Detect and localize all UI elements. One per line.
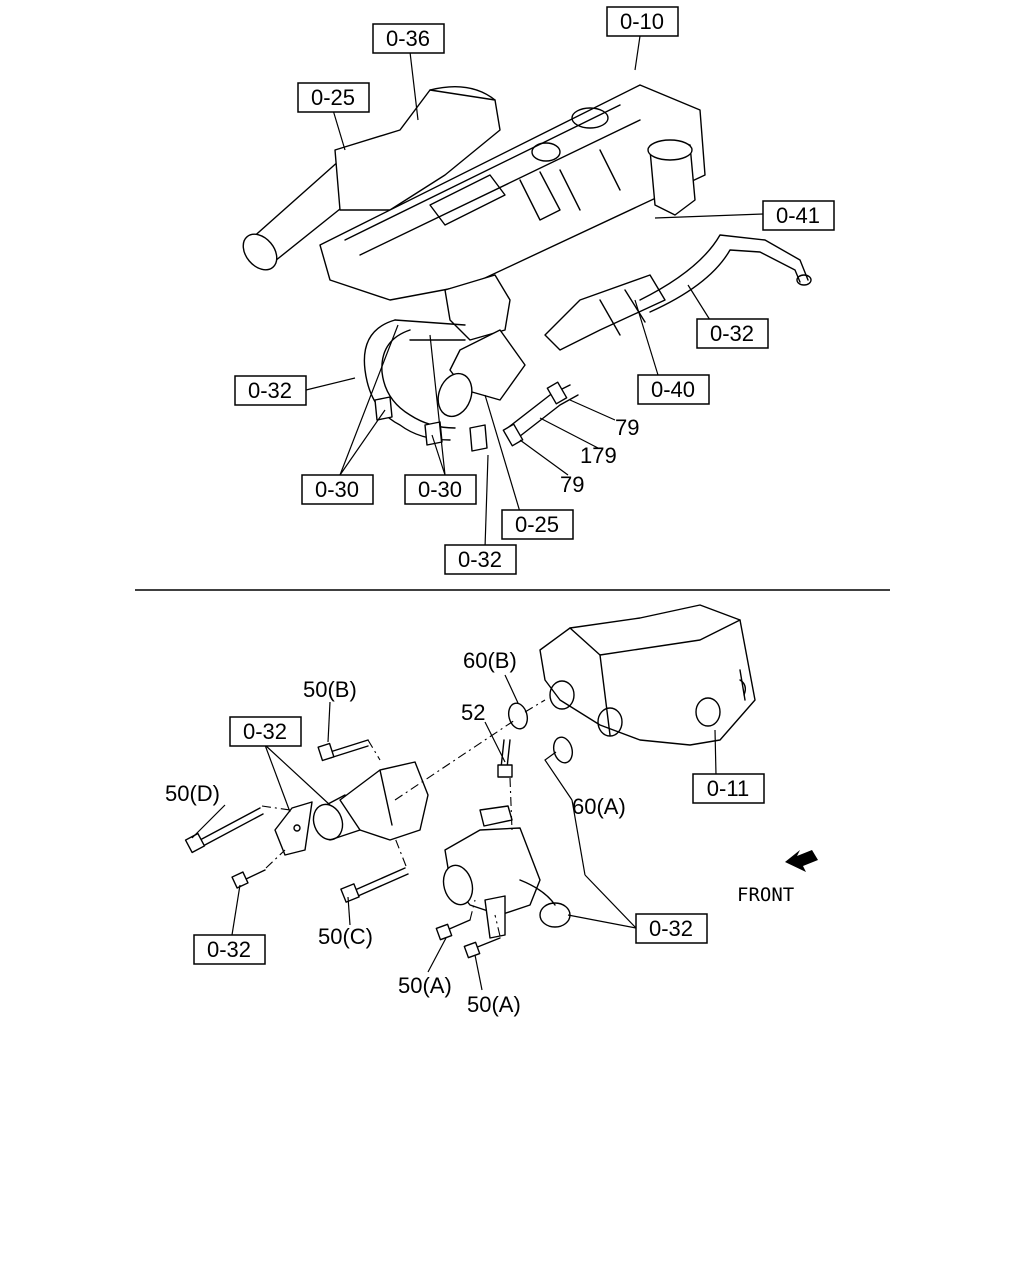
svg-text:0-32: 0-32 bbox=[710, 321, 754, 346]
part-label-50a-1: 50(A) bbox=[398, 973, 452, 998]
part-label-52: 52 bbox=[461, 700, 485, 725]
upper-leader-lines bbox=[305, 35, 765, 549]
front-arrow-icon bbox=[785, 850, 818, 872]
svg-text:0-25: 0-25 bbox=[311, 85, 355, 110]
callout-0-32-lower-bottom: 0-32 bbox=[193, 934, 266, 965]
part-label-50d: 50(D) bbox=[165, 781, 220, 806]
part-label-179: 179 bbox=[580, 443, 617, 468]
svg-text:0-32: 0-32 bbox=[458, 547, 502, 572]
part-label-50b: 50(B) bbox=[303, 677, 357, 702]
part-label-60a: 60(A) bbox=[572, 794, 626, 819]
callout-0-32-left: 0-32 bbox=[234, 375, 307, 406]
svg-text:0-10: 0-10 bbox=[620, 9, 664, 34]
o-ring-60a bbox=[552, 736, 574, 764]
callout-0-10: 0-10 bbox=[606, 6, 679, 37]
svg-text:0-32: 0-32 bbox=[243, 719, 287, 744]
callout-0-11: 0-11 bbox=[692, 773, 765, 804]
callout-0-32-lower-right: 0-32 bbox=[635, 913, 708, 944]
svg-text:0-32: 0-32 bbox=[248, 378, 292, 403]
callout-0-30-b: 0-30 bbox=[404, 474, 477, 505]
callout-0-36: 0-36 bbox=[372, 23, 445, 54]
svg-text:0-41: 0-41 bbox=[776, 203, 820, 228]
engine-assembly-drawing bbox=[242, 84, 812, 452]
part-label-50a-2: 50(A) bbox=[467, 992, 521, 1017]
callout-0-25-top: 0-25 bbox=[297, 82, 370, 113]
svg-text:0-11: 0-11 bbox=[707, 776, 749, 801]
callout-0-32-bottom: 0-32 bbox=[444, 544, 517, 575]
svg-text:0-36: 0-36 bbox=[386, 26, 430, 51]
svg-text:0-32: 0-32 bbox=[649, 916, 693, 941]
part-label-79-b: 79 bbox=[560, 472, 584, 497]
cylinder-head-drawing bbox=[539, 604, 756, 746]
part-label-50c: 50(C) bbox=[318, 924, 373, 949]
assembly-lines bbox=[261, 699, 546, 937]
callout-0-41: 0-41 bbox=[762, 200, 835, 231]
front-label: FRONT bbox=[737, 884, 794, 906]
svg-text:0-30: 0-30 bbox=[315, 477, 359, 502]
callout-0-30-a: 0-30 bbox=[301, 474, 374, 505]
svg-text:0-40: 0-40 bbox=[651, 377, 695, 402]
lower-leader-lines bbox=[191, 674, 717, 991]
thermostat-housing-left bbox=[274, 761, 429, 856]
thermostat-housing-right bbox=[442, 805, 571, 939]
part-label-79-a: 79 bbox=[615, 415, 639, 440]
part-label-60b: 60(B) bbox=[463, 648, 517, 673]
callout-0-40: 0-40 bbox=[637, 374, 710, 405]
callout-0-25-bottom: 0-25 bbox=[501, 509, 574, 540]
bolts bbox=[184, 739, 513, 959]
o-ring-60b bbox=[507, 702, 529, 730]
svg-text:0-25: 0-25 bbox=[515, 512, 559, 537]
callout-0-32-right: 0-32 bbox=[696, 318, 769, 349]
svg-text:0-32: 0-32 bbox=[207, 937, 251, 962]
svg-text:0-30: 0-30 bbox=[418, 477, 462, 502]
callout-0-32-lower-left: 0-32 bbox=[229, 716, 302, 747]
